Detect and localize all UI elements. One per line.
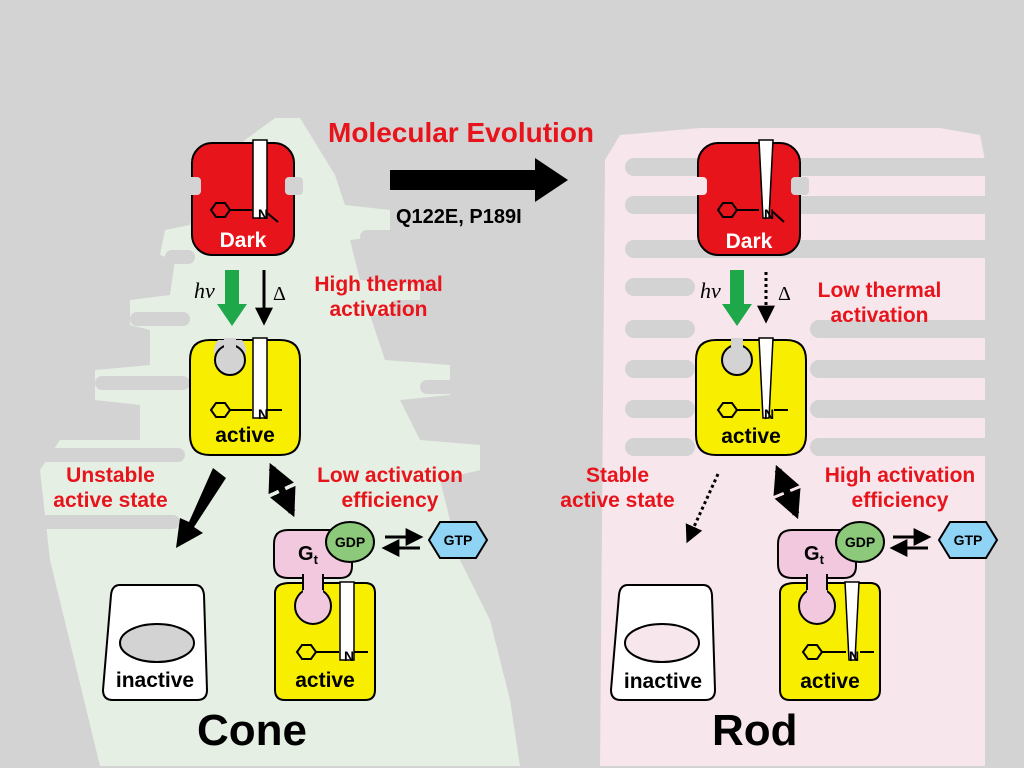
cone-gtp-label: GTP <box>443 532 473 548</box>
rod-inactive-label: inactive <box>623 670 703 693</box>
rod-dark-receptor: N <box>689 139 809 256</box>
cone-stability-line2: active state <box>53 489 168 512</box>
rod-stability-label: Stable active state <box>545 463 690 513</box>
rod-decay-arrow <box>685 473 720 544</box>
cone-light-arrow <box>217 270 247 326</box>
rod-active-label: active <box>721 425 781 448</box>
rod-gt-protein <box>777 521 885 579</box>
cone-thermal-line1: High thermal <box>314 273 443 296</box>
rod-gtp-hexagon <box>937 521 999 559</box>
rod-gt-subscript: t <box>819 552 824 567</box>
rod-delta-symbol: Δ <box>778 283 791 305</box>
rod-efficiency-line2: efficiency <box>851 489 949 512</box>
evolution-title: Molecular Evolution <box>328 117 595 148</box>
evolution-arrow <box>390 158 568 202</box>
cone-gt-label: Gt <box>298 543 318 567</box>
rod-gdp-label: GDP <box>844 534 876 550</box>
cone-gt-protein <box>273 521 375 579</box>
rod-thermal-label: Low thermal activation <box>802 278 957 328</box>
cone-efficiency-line2: efficiency <box>341 489 439 512</box>
cone-thermal-label: High thermal activation <box>296 272 461 322</box>
cone-efficiency-line1: Low activation <box>317 464 463 487</box>
cone-stability-line1: Unstable <box>66 464 155 487</box>
cone-gdp-gtp-exchange-arrows <box>381 528 424 557</box>
rod-gdp-gtp-exchange-arrows <box>889 528 932 557</box>
rod-complex-label: active <box>800 670 860 693</box>
cone-active-label: active <box>215 424 275 447</box>
cone-inactive-receptor <box>101 584 209 701</box>
rod-gtp-label: GTP <box>953 532 983 548</box>
rod-title: Rod <box>712 706 798 755</box>
rod-complex-receptor: N <box>779 574 881 701</box>
rod-efficiency-line1: High activation <box>824 464 976 487</box>
svg-text:N: N <box>849 648 859 664</box>
cone-title: Cone <box>197 706 307 755</box>
rod-efficiency-label: High activation efficiency <box>806 463 994 513</box>
rod-light-arrow <box>722 270 752 326</box>
rod-stability-line2: active state <box>560 489 675 512</box>
rod-gt-label: Gt <box>804 543 824 567</box>
cone-efficiency-label: Low activation efficiency <box>299 463 481 513</box>
cone-complex-receptor: N <box>274 574 376 701</box>
cone-gdp-label: GDP <box>334 534 366 550</box>
cone-gtp-hexagon <box>427 521 489 559</box>
rod-stability-line1: Stable <box>585 464 650 487</box>
cone-decay-arrow <box>176 468 226 548</box>
cone-delta-symbol: Δ <box>273 283 286 305</box>
rod-thermal-line2: activation <box>830 304 929 327</box>
rod-gt-binding-arrow <box>773 464 801 520</box>
svg-text:N: N <box>344 648 354 664</box>
rod-hv-symbol: hν <box>700 278 721 303</box>
rod-active-receptor: N <box>695 337 807 456</box>
rod-gt-letter: G <box>804 543 820 565</box>
cone-stability-label: Unstable active state <box>38 463 183 513</box>
cone-active-receptor: N <box>189 337 301 456</box>
cone-thermal-line2: activation <box>329 298 428 321</box>
cone-gt-binding-arrow <box>268 462 296 518</box>
svg-text:N: N <box>258 406 268 422</box>
svg-text:N: N <box>258 206 268 222</box>
retinal-chromophore-icon <box>716 202 785 223</box>
cone-complex-label: active <box>295 669 355 692</box>
svg-text:N: N <box>764 206 774 222</box>
rod-inactive-receptor <box>609 584 717 701</box>
cone-gt-subscript: t <box>313 552 318 567</box>
rod-dark-label: Dark <box>725 230 773 253</box>
rod-thermal-line1: Low thermal <box>817 279 942 302</box>
cone-dark-receptor: N <box>183 139 303 256</box>
svg-text:N: N <box>764 406 774 422</box>
cone-dark-label: Dark <box>219 229 267 252</box>
mutation-label: Q122E, P189I <box>396 206 522 228</box>
cone-gt-letter: G <box>298 543 314 565</box>
retinal-chromophore-icon <box>209 202 279 223</box>
cone-hv-symbol: hν <box>194 278 215 303</box>
cone-inactive-label: inactive <box>115 669 195 692</box>
